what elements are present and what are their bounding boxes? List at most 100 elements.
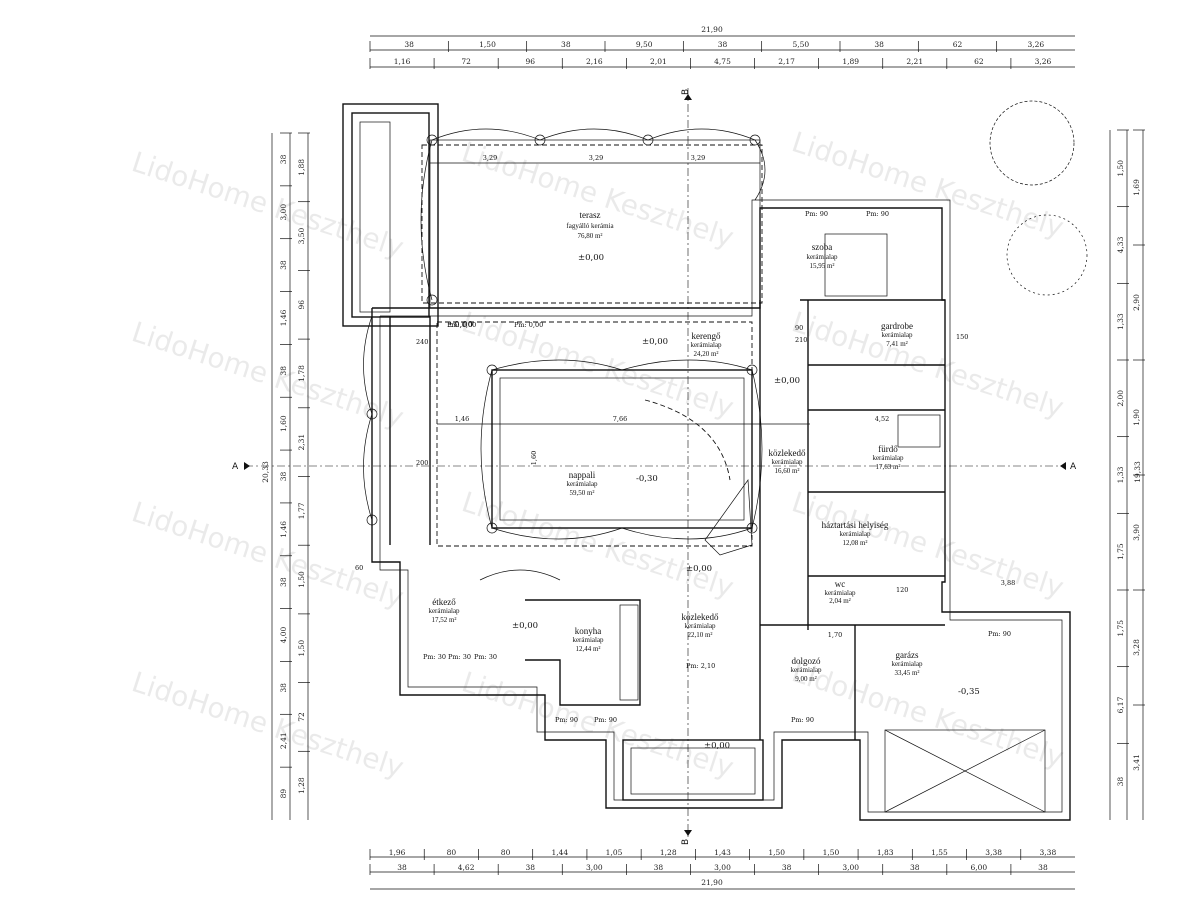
dim-bottom-row1-5: 1,28	[660, 848, 677, 857]
dim-left-total: 20,33	[261, 461, 270, 483]
opening-size: 60	[355, 564, 363, 572]
svg-text:33,45 m²: 33,45 m²	[894, 669, 919, 677]
opening-size: 240	[416, 338, 428, 346]
dim-top-row2-10: 3,26	[1035, 57, 1052, 66]
right-dimensions: 19,33 1,504,331,332,001,331,751,756,1738…	[1109, 129, 1145, 820]
room-nappali: nappali kerámialap 59,50 m² -0,30	[566, 470, 657, 497]
room-labels: terasz fagyálló kerámia 76,80 m² ±0,00 s…	[428, 210, 979, 751]
dim-terasz-1: 3,29	[483, 154, 497, 162]
dim-top-row2-7: 1,89	[842, 57, 859, 66]
dim-top-total: 21,90	[701, 25, 723, 34]
room-terasz: terasz fagyálló kerámia 76,80 m² ±0,00	[566, 210, 614, 263]
dim-top-row2-0: 1,16	[394, 57, 411, 66]
room-garazs: garázs kerámialap 33,45 m² -0,35	[891, 650, 979, 697]
level-kozlekedo-2: ±0,00	[686, 564, 712, 574]
dim-bottom-row1-0: 1,96	[389, 848, 406, 857]
dim-right-row1-0: 1,50	[1116, 160, 1125, 177]
svg-text:garázs: garázs	[896, 650, 919, 660]
level-etkezo: ±0,00	[512, 621, 538, 631]
dim-bottom-row1-10: 1,55	[931, 848, 948, 857]
room-dolgozo: dolgozó kerámialap 9,00 m²	[790, 656, 822, 683]
dim-left-row1-1: 3,00	[279, 204, 288, 221]
level-terrace-side: ±0,00	[447, 320, 473, 330]
dim-left-row1-5: 1,60	[279, 415, 288, 432]
dim-bottom-row1-7: 1,50	[768, 848, 785, 857]
svg-text:közlekedő: közlekedő	[769, 448, 806, 458]
room-etkezo: étkező kerámialap 17,52 m² ±0,00	[428, 597, 538, 631]
svg-text:2,04 m²: 2,04 m²	[829, 597, 851, 605]
dim-bottom-row2-6: 38	[782, 863, 792, 872]
dim-bottom-row2-3: 3,00	[586, 863, 603, 872]
dim-bottom-row2-10: 38	[1038, 863, 1048, 872]
watermark: LidoHome Keszthely	[128, 315, 408, 434]
svg-text:wc: wc	[835, 579, 846, 589]
room-konyha: konyha kerámialap 12,44 m²	[572, 626, 604, 653]
pm-label: Pm: 0,00	[447, 321, 476, 329]
pm-label: Pm: 90	[555, 716, 578, 724]
dim-left-row1-6: 38	[279, 472, 288, 482]
opening-labels: Pm: 90 Pm: 90 Pm: 0,00 Pm: 0,00 Pm: 2,10…	[355, 210, 1011, 724]
watermark: LidoHome Keszthely	[128, 665, 408, 784]
dim-right-row1-2: 1,33	[1116, 313, 1125, 330]
level-kerengo: ±0,00	[642, 337, 668, 347]
svg-text:étkező: étkező	[432, 597, 456, 607]
svg-text:kerámialap: kerámialap	[428, 607, 460, 615]
room-haztartasi: háztartási helyiség kerámialap 12,08 m²	[822, 520, 889, 547]
dim-wc-gar: 1,70	[828, 631, 842, 639]
svg-text:16,60 m²: 16,60 m²	[774, 467, 799, 475]
dim-left-row1-8: 38	[279, 577, 288, 587]
svg-text:kerámialap: kerámialap	[566, 480, 598, 488]
dim-right-total: 19,33	[1133, 461, 1142, 483]
svg-text:76,80 m²: 76,80 m²	[577, 232, 602, 240]
svg-text:kerámialap: kerámialap	[881, 331, 913, 339]
dim-bottom-row1-11: 3,38	[985, 848, 1002, 857]
dim-top-row1-6: 38	[874, 40, 884, 49]
dim-left-row2-0: 1,88	[297, 159, 306, 176]
dim-bottom-row1-9: 1,83	[877, 848, 894, 857]
svg-text:szoba: szoba	[812, 242, 833, 252]
pm-label: Pm: 0,00	[514, 321, 543, 329]
svg-text:kerámialap: kerámialap	[891, 660, 923, 668]
section-lines: A A B B	[232, 88, 1077, 845]
left-dimensions: 20,33 383,00381,46381,60381,46384,00382,…	[261, 132, 310, 820]
dim-top-row2-6: 2,17	[778, 57, 795, 66]
dim-bottom-row2-0: 38	[397, 863, 407, 872]
dim-left-row1-7: 1,46	[279, 521, 288, 538]
dim-top-row1-2: 38	[561, 40, 571, 49]
dim-left-row2-6: 1,50	[297, 571, 306, 588]
dim-bottom-row1-8: 1,50	[823, 848, 840, 857]
svg-text:kerámialap: kerámialap	[790, 666, 822, 674]
dim-living-depth: 1,60	[530, 451, 538, 465]
watermark: LidoHome Keszthely	[788, 655, 1068, 774]
dim-right-row2-5: 3,41	[1132, 754, 1141, 771]
svg-text:fürdő: fürdő	[878, 444, 898, 454]
dim-right-row1-1: 4,33	[1116, 236, 1125, 253]
opening-size: 150	[956, 333, 968, 341]
opening-size: 90	[795, 324, 803, 332]
dim-right-row2-4: 3,28	[1132, 639, 1141, 656]
pm-label: Pm: 30	[423, 653, 446, 661]
dim-left-row2-2: 96	[297, 300, 306, 310]
dim-bottom-row1-2: 80	[501, 848, 511, 857]
dim-left-row1-4: 38	[279, 366, 288, 376]
watermark: LidoHome Keszthely	[788, 485, 1068, 604]
watermark: LidoHome Keszthely	[128, 145, 408, 264]
dim-left-row1-11: 2,41	[279, 732, 288, 749]
dim-right-row1-8: 38	[1116, 777, 1125, 787]
dim-side: 1,46	[455, 415, 469, 423]
room-kozlekedo-2: közlekedő kerámialap 22,10 m² ±0,00	[682, 564, 719, 639]
svg-text:15,95 m²: 15,95 m²	[809, 262, 834, 270]
svg-text:12,44 m²: 12,44 m²	[575, 645, 600, 653]
section-b-bottom-label: B	[681, 839, 691, 845]
dim-bottom-row1-12: 3,38	[1040, 848, 1057, 857]
dim-right-row2-2: 1,90	[1132, 409, 1141, 426]
dim-bottom-row1-6: 1,43	[714, 848, 731, 857]
svg-text:kerámialap: kerámialap	[806, 253, 838, 261]
opening-size: 210	[795, 336, 807, 344]
svg-text:kerámialap: kerámialap	[690, 341, 722, 349]
dim-bottom-row2-9: 6,00	[971, 863, 988, 872]
dim-top-row1-5: 5,50	[792, 40, 809, 49]
